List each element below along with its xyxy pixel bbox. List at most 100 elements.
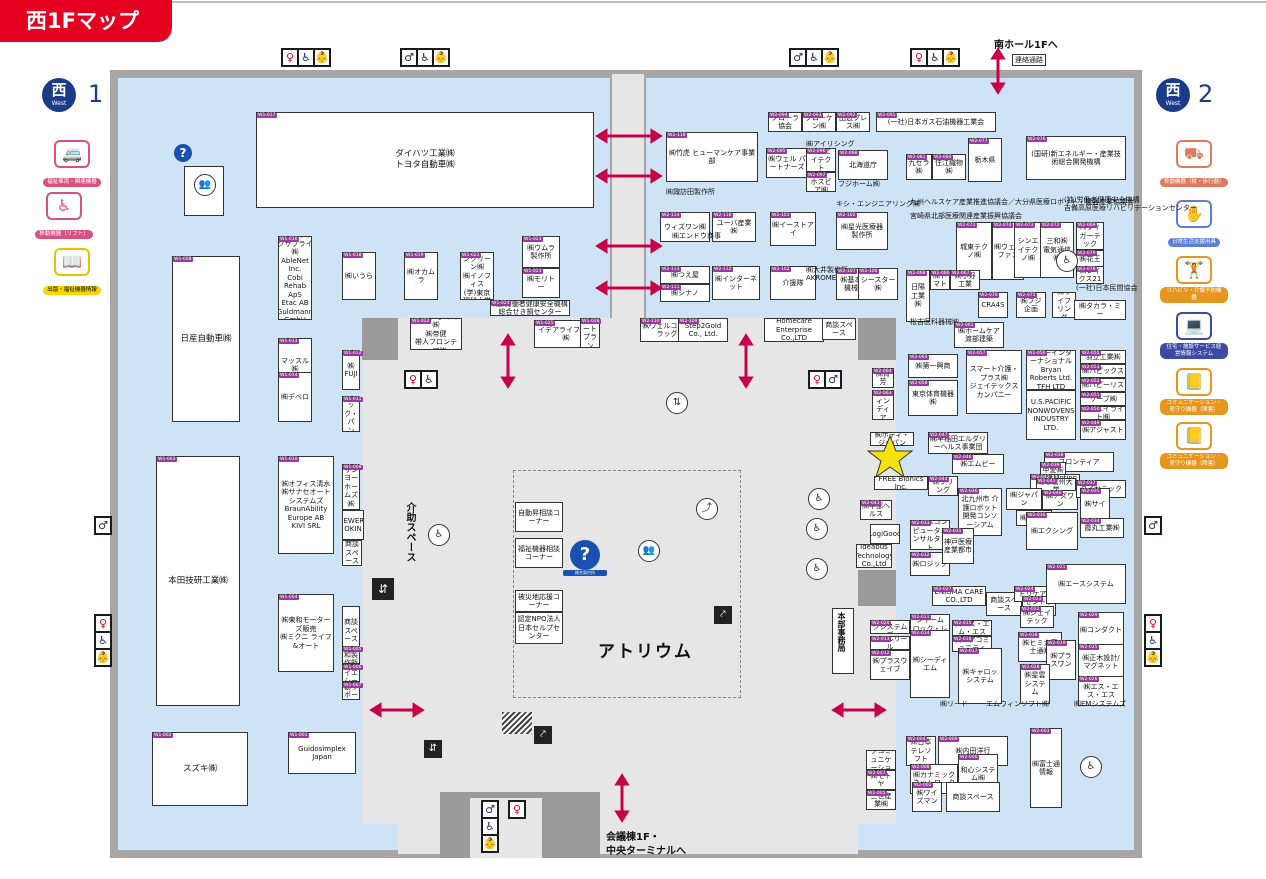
escalator-sign-icon-2: ⤤	[534, 726, 552, 744]
booth[interactable]: U.S.PACIFIC NONWOVENS INDUSTRY LTD.	[1026, 390, 1076, 440]
male-wc-icon: ♂	[402, 50, 416, 65]
corner-npo[interactable]: 認定NPO法人 日本セルプセンター	[515, 612, 563, 644]
booth[interactable]: ㈱エースシステム	[1046, 564, 1126, 604]
booth[interactable]: ㈱エンドウ商事	[672, 232, 721, 240]
multi-wc-icon: ♿	[299, 50, 313, 65]
booth-code: W2-051	[1081, 393, 1101, 398]
booth[interactable]: 九州ヘルスケア産業推進協議会／大分県医療ロボット・機器産業協議会	[910, 198, 1134, 206]
info-icon[interactable]: ?	[570, 540, 600, 570]
booth-code: W2-007	[867, 771, 887, 776]
booth-code: W1-001	[289, 733, 309, 738]
booth[interactable]: シンエイテクノ㈱	[1014, 222, 1042, 278]
booth[interactable]: ㈱FUJI	[342, 350, 360, 390]
booth[interactable]: (一社)日本民間協会	[1076, 284, 1138, 292]
booth[interactable]: エムウィンソフト㈱	[986, 700, 1049, 708]
booth[interactable]: パシフィックサプライ㈱ AbleNet Inc. Cobi Rehab ApS …	[278, 236, 312, 320]
escalator-stripes	[502, 712, 532, 734]
booth[interactable]: ダイハツ工業㈱ トヨタ自動車㈱	[256, 112, 594, 208]
legend-vehicle: 🚐 福祉車両・関連機器	[38, 140, 106, 187]
booth[interactable]: ㈱シーディエム	[910, 630, 950, 698]
booth-code: W1-023	[523, 269, 543, 274]
booth[interactable]: ㈱オカムラ	[404, 252, 438, 300]
booth[interactable]: Homecare Enterprise Co.,LTD	[764, 318, 824, 342]
booth[interactable]: 東京体育機器㈱	[908, 380, 958, 416]
booth-code: W1-003	[157, 457, 177, 462]
booth-code: W2-097	[807, 173, 827, 178]
booth[interactable]: ㈱アートプラン	[580, 318, 600, 348]
booth[interactable]: 北海道庁	[838, 150, 888, 180]
restroom-south-1: ♂♿👶	[481, 800, 499, 853]
booth[interactable]: DEWERT OKIN	[342, 510, 364, 540]
booth[interactable]: ㈱ウェル パートナーズ	[766, 148, 808, 178]
booth[interactable]: インフォコム㈱ ㈱帝健 帯人フロンティア㈱	[410, 318, 462, 350]
corner-welfare[interactable]: 福祉機器相談コーナー	[515, 538, 563, 568]
house-icon: 💻	[1176, 312, 1212, 340]
booth[interactable]: アサヒサンクリーン㈱ ㈱イノフィス (学)東京理科大学	[460, 252, 494, 300]
booth[interactable]: (一社)日本ガス石油機器工業会	[876, 112, 996, 132]
booth[interactable]: ㈱アイリシング	[806, 140, 855, 148]
booth[interactable]: 商談スペース	[342, 540, 362, 566]
corner-auto[interactable]: 自動昇相談コーナー	[515, 502, 563, 532]
booth[interactable]: ㈱星光医療器製作所	[836, 212, 888, 250]
booth[interactable]: ㈱富士通情報	[1030, 728, 1062, 808]
booth[interactable]: FREE Bionics Inc.	[874, 476, 928, 490]
booth[interactable]: ㈱竹虎 ヒューマンケア事業部	[666, 132, 758, 182]
booth[interactable]: 宮崎県北部医療関連産業振興協議会	[910, 212, 1022, 220]
booth[interactable]: 商談スペース	[822, 318, 856, 340]
booth-code: W2-025	[1079, 645, 1099, 650]
conference-exit: 会議棟1F・	[606, 832, 660, 843]
booth-code: W2-046	[953, 455, 973, 460]
booth[interactable]: Step2Gold Co., Ltd.	[678, 318, 728, 342]
male-wc-icon: ♂	[96, 518, 110, 533]
booth-code: W2-019	[1047, 641, 1067, 646]
booth[interactable]: キシ・エンジニアリング㈱	[836, 200, 920, 208]
booth[interactable]: ㈱諏訪田製作所	[666, 188, 715, 196]
booth[interactable]: 日陽工業㈱	[906, 270, 930, 322]
booth-code: W2-035	[1081, 489, 1101, 494]
booth[interactable]: ㈱東和モーターズ販売 ㈱ミクニ ライフ&オート	[278, 594, 334, 672]
booth-code: W2-068	[907, 271, 927, 276]
booth[interactable]: ㈱ジャパン	[1006, 488, 1042, 510]
booth-code: W1-004	[279, 595, 299, 600]
booth[interactable]: ㈱ライフリング	[1052, 292, 1076, 318]
booth[interactable]: ㈱ホームケア渡部建築	[954, 322, 1004, 348]
booth[interactable]: ㈱デベロ	[278, 372, 312, 422]
booth[interactable]: ㈱プラスワン	[1046, 640, 1076, 680]
booth[interactable]: ㈱EMシステムズ	[1074, 700, 1127, 708]
booth[interactable]: ㈱キャロッシステム	[958, 648, 1002, 704]
booth[interactable]: 松吉医科器械㈱	[910, 318, 959, 326]
booth-code: W2-022	[1021, 607, 1041, 612]
booth[interactable]: ㈱いうら	[342, 252, 376, 300]
male-wc-icon: ♂	[1146, 518, 1160, 533]
booth[interactable]: Guidosimplex Japan	[288, 732, 356, 774]
booth[interactable]: 日産自動車㈱	[172, 256, 240, 422]
hall-badge-w2: 西 West	[1156, 78, 1190, 112]
booth[interactable]: 商談スペース	[342, 606, 360, 656]
booth[interactable]: Ideabus Technology Co.,Ltd	[856, 544, 892, 568]
booth[interactable]: フジホーム㈱	[838, 180, 880, 188]
booth[interactable]: (独)労働者健康安全機構 吉備高原医療リハビリテーションセンター	[1064, 196, 1197, 212]
female-wc-icon: ♀	[810, 372, 824, 387]
booth[interactable]: ㈱オフィス清水 ㈱サナセオートシステムズ BraunAbility Europe…	[278, 456, 334, 554]
booth[interactable]: ㈱タカラ・ミー	[1074, 300, 1126, 320]
booth-code: W1-014	[279, 373, 299, 378]
booth[interactable]: ㈱星雲システム	[1020, 664, 1050, 704]
booth[interactable]: ㈱ミックコミュニケーションズ	[866, 750, 896, 770]
booth[interactable]: LogiGood	[870, 524, 900, 544]
corner-disaster[interactable]: 被災地応援コーナー	[515, 590, 563, 612]
booth[interactable]: 神戸医療産業都市	[942, 528, 974, 564]
booth[interactable]: 商談スペース	[946, 782, 1000, 812]
booth[interactable]: スマート介護・プラス㈱ ジェイテックスカンパニー	[966, 350, 1022, 414]
booth[interactable]: ㈱エーインターナショナル Bryan Roberts Ltd. TFH LTD	[1026, 350, 1076, 390]
booth[interactable]: ㈱エクシング	[1026, 512, 1078, 550]
booth[interactable]: ㈱リード	[940, 700, 968, 708]
booth-code: W2-095	[767, 149, 787, 154]
booth-code: W2-060	[909, 355, 929, 360]
booth[interactable]: (国研)新エネルギー・産業技術総合開発機構	[1026, 136, 1126, 180]
booth[interactable]: 本田技研工業㈱	[156, 456, 240, 706]
booth[interactable]: スズキ㈱	[152, 732, 248, 806]
booth[interactable]: ㈱正木設計/マグネット	[1078, 644, 1124, 680]
info-icon-w1[interactable]: ?	[174, 144, 192, 162]
booth[interactable]: 栃木県	[968, 138, 1002, 182]
legend-house: 💻 住宅・施設サービス経営情報システム	[1160, 312, 1228, 359]
